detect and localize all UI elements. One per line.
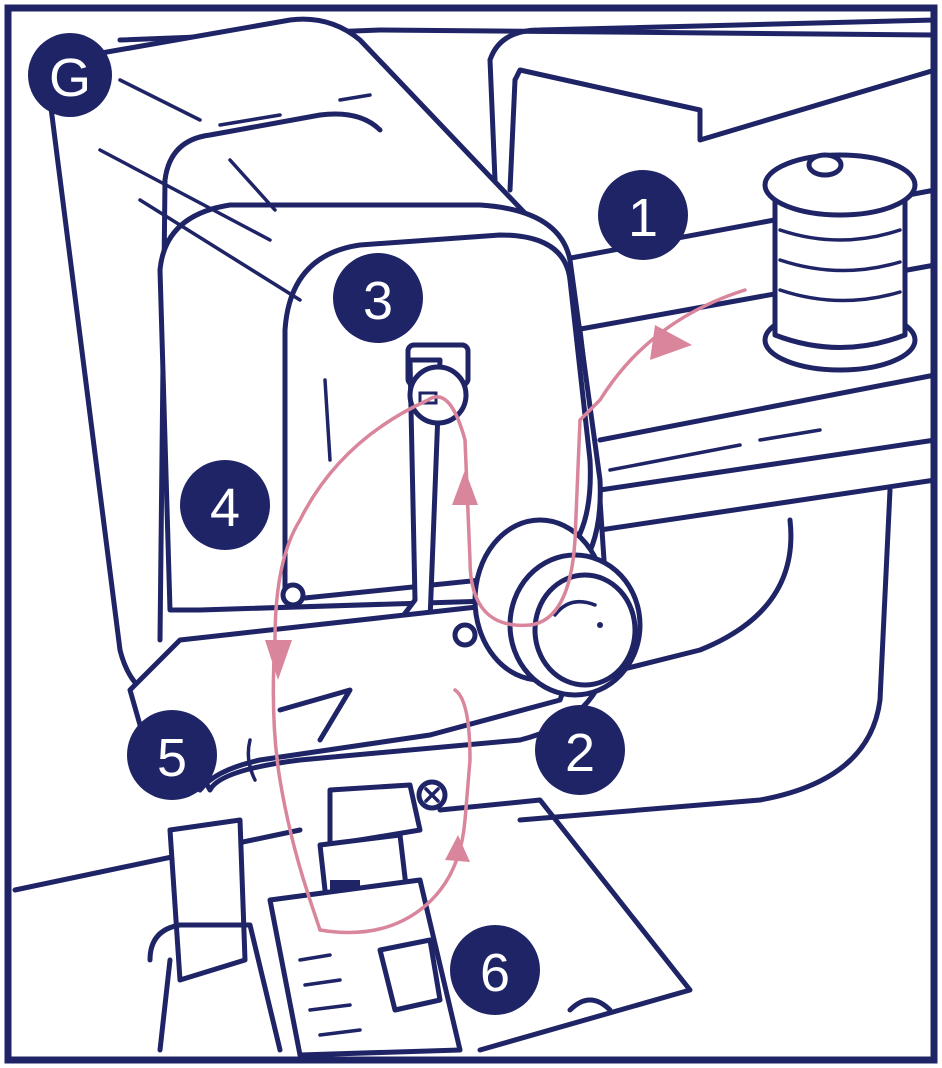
thread-path [271,288,747,935]
step-badge-2: 2 [535,705,625,795]
step-badge-3: 3 [333,253,423,343]
figure-label-badge: G [28,33,112,117]
thread-arrow-2 [452,470,478,505]
thread-arrows [265,325,692,862]
frame-border [4,4,938,1064]
thread-arrow-4 [445,835,470,862]
thread-arrow-1 [650,325,692,360]
presser-foot-plate [12,779,693,1058]
step-number-1: 1 [628,188,658,248]
step-badge-6: 6 [450,925,540,1015]
step-badge-1: 1 [598,170,688,260]
figure-label: G [49,48,91,108]
thread-arrow-3 [265,640,292,680]
step-badge-5: 5 [127,710,217,800]
step-badge-4: 4 [180,460,270,550]
step-number-3: 3 [363,271,393,331]
machine-arm [117,17,938,823]
step-number-2: 2 [565,723,595,783]
step-number-4: 4 [210,478,240,538]
spool [762,152,918,373]
step-number-5: 5 [157,728,187,788]
step-number-6: 6 [480,943,510,1003]
